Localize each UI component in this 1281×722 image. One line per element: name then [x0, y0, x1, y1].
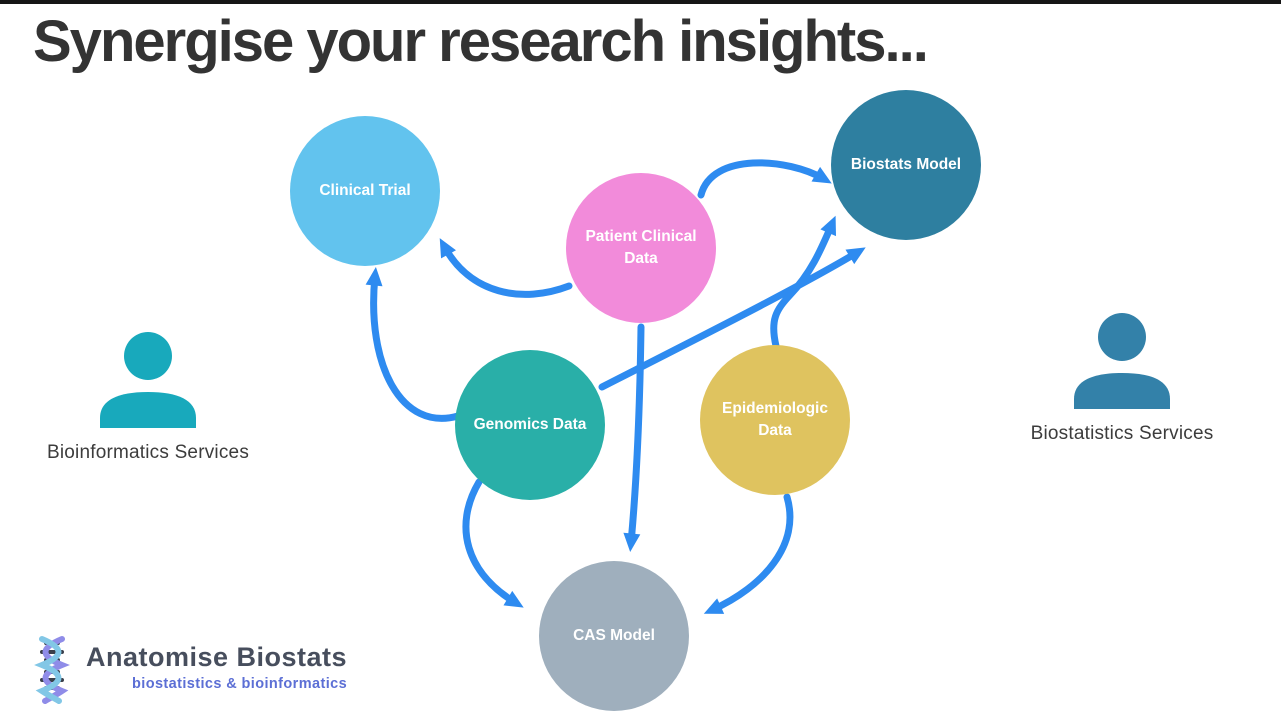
person-icon	[1074, 313, 1170, 409]
arrow-genomics-data-to-cas-model	[462, 478, 524, 608]
bioinformatics-services-label: Bioinformatics Services	[46, 442, 250, 463]
logo-tagline: biostatistics & bioinformatics	[132, 675, 348, 692]
logo-name: Anatomise Biostats	[86, 642, 348, 672]
node-biostats-model: Biostats Model	[831, 90, 981, 240]
biostatistics-services-label: Biostatistics Services	[1030, 423, 1214, 444]
node-patient-clinical-data-label: Patient Clinical Data	[585, 227, 697, 267]
top-bar	[0, 0, 1281, 4]
arrow-epidemiologic-data-to-cas-model	[703, 493, 794, 614]
biostatistics-services: Biostatistics Services	[1002, 313, 1242, 445]
node-patient-clinical-data: Patient Clinical Data	[566, 173, 716, 323]
anatomise-biostats-logo: Anatomise Biostats biostatistics & bioin…	[31, 635, 347, 705]
node-genomics-data-label: Genomics Data	[473, 415, 587, 433]
node-epidemiologic-data: Epidemiologic Data	[700, 345, 850, 495]
node-genomics-data: Genomics Data	[455, 350, 605, 500]
bioinformatics-services: Bioinformatics Services	[28, 332, 268, 464]
node-cas-model: CAS Model	[539, 561, 689, 711]
arrow-patient-clinical-data-to-clinical-trial	[439, 238, 573, 298]
logo-text: Anatomise Biostats biostatistics & bioin…	[86, 635, 348, 692]
dna-helix-icon	[34, 636, 70, 704]
arrow-genomics-data-to-clinical-trial	[365, 267, 462, 422]
node-biostats-model-label: Biostats Model	[850, 155, 962, 173]
node-cas-model-label: CAS Model	[573, 626, 655, 644]
page-title: Synergise your research insights...	[33, 9, 929, 74]
node-clinical-trial: Clinical Trial	[290, 116, 440, 266]
arrow-patient-clinical-data-to-cas-model	[623, 323, 645, 552]
arrow-patient-clinical-data-to-biostats-model	[697, 159, 832, 199]
person-icon	[100, 332, 196, 428]
node-epidemiologic-data-label: Epidemiologic Data	[722, 399, 828, 439]
arrow-epidemiologic-data-to-biostats-model	[770, 215, 837, 350]
node-clinical-trial-label: Clinical Trial	[319, 181, 411, 199]
